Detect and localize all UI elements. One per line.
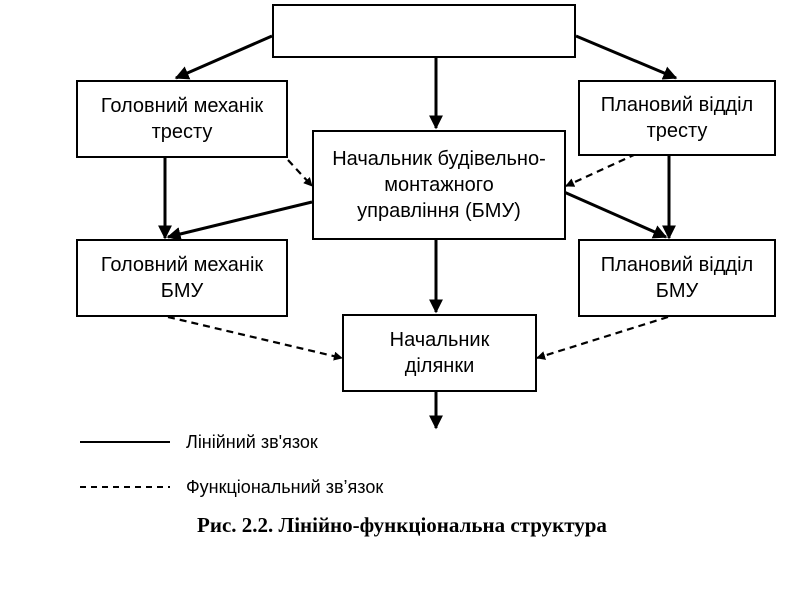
site-head-box: Начальник ділянки: [342, 314, 537, 392]
link-head-bmu-to-chief-mechanic-bmu: [166, 200, 313, 241]
chief-mechanic-trust-box: Головний механік тресту: [76, 80, 288, 158]
functional-chief-mechanic-trust-to-head-bmu: [287, 159, 313, 187]
chief-mechanic-bmu-box: Головний механік БМУ: [76, 239, 288, 317]
functional-planning-dept-trust-to-head-bmu: [565, 152, 637, 188]
link-top-to-planning-dept-trust: [575, 34, 678, 80]
link-head-bmu-to-planning-dept-bmu: [563, 190, 668, 239]
link-top-to-chief-mechanic-trust: [174, 34, 273, 80]
functional-planning-dept-bmu-to-site-head: [536, 315, 669, 360]
functional-chief-mechanic-bmu-to-site-head: [167, 315, 343, 361]
top-box: [272, 4, 576, 58]
planning-dept-bmu-box: Плановий відділ БМУ: [578, 239, 776, 317]
head-bmu-box: Начальник будівельно- монтажного управлі…: [312, 130, 566, 240]
figure-caption: Рис. 2.2. Лінійно-функціональна структур…: [197, 513, 607, 537]
planning-dept-trust-box: Плановий відділ тресту: [578, 80, 776, 156]
legend-functional-label: Функціональний зв’язок: [186, 477, 384, 497]
legend-linear-label: Лінійний зв'язок: [186, 432, 318, 452]
